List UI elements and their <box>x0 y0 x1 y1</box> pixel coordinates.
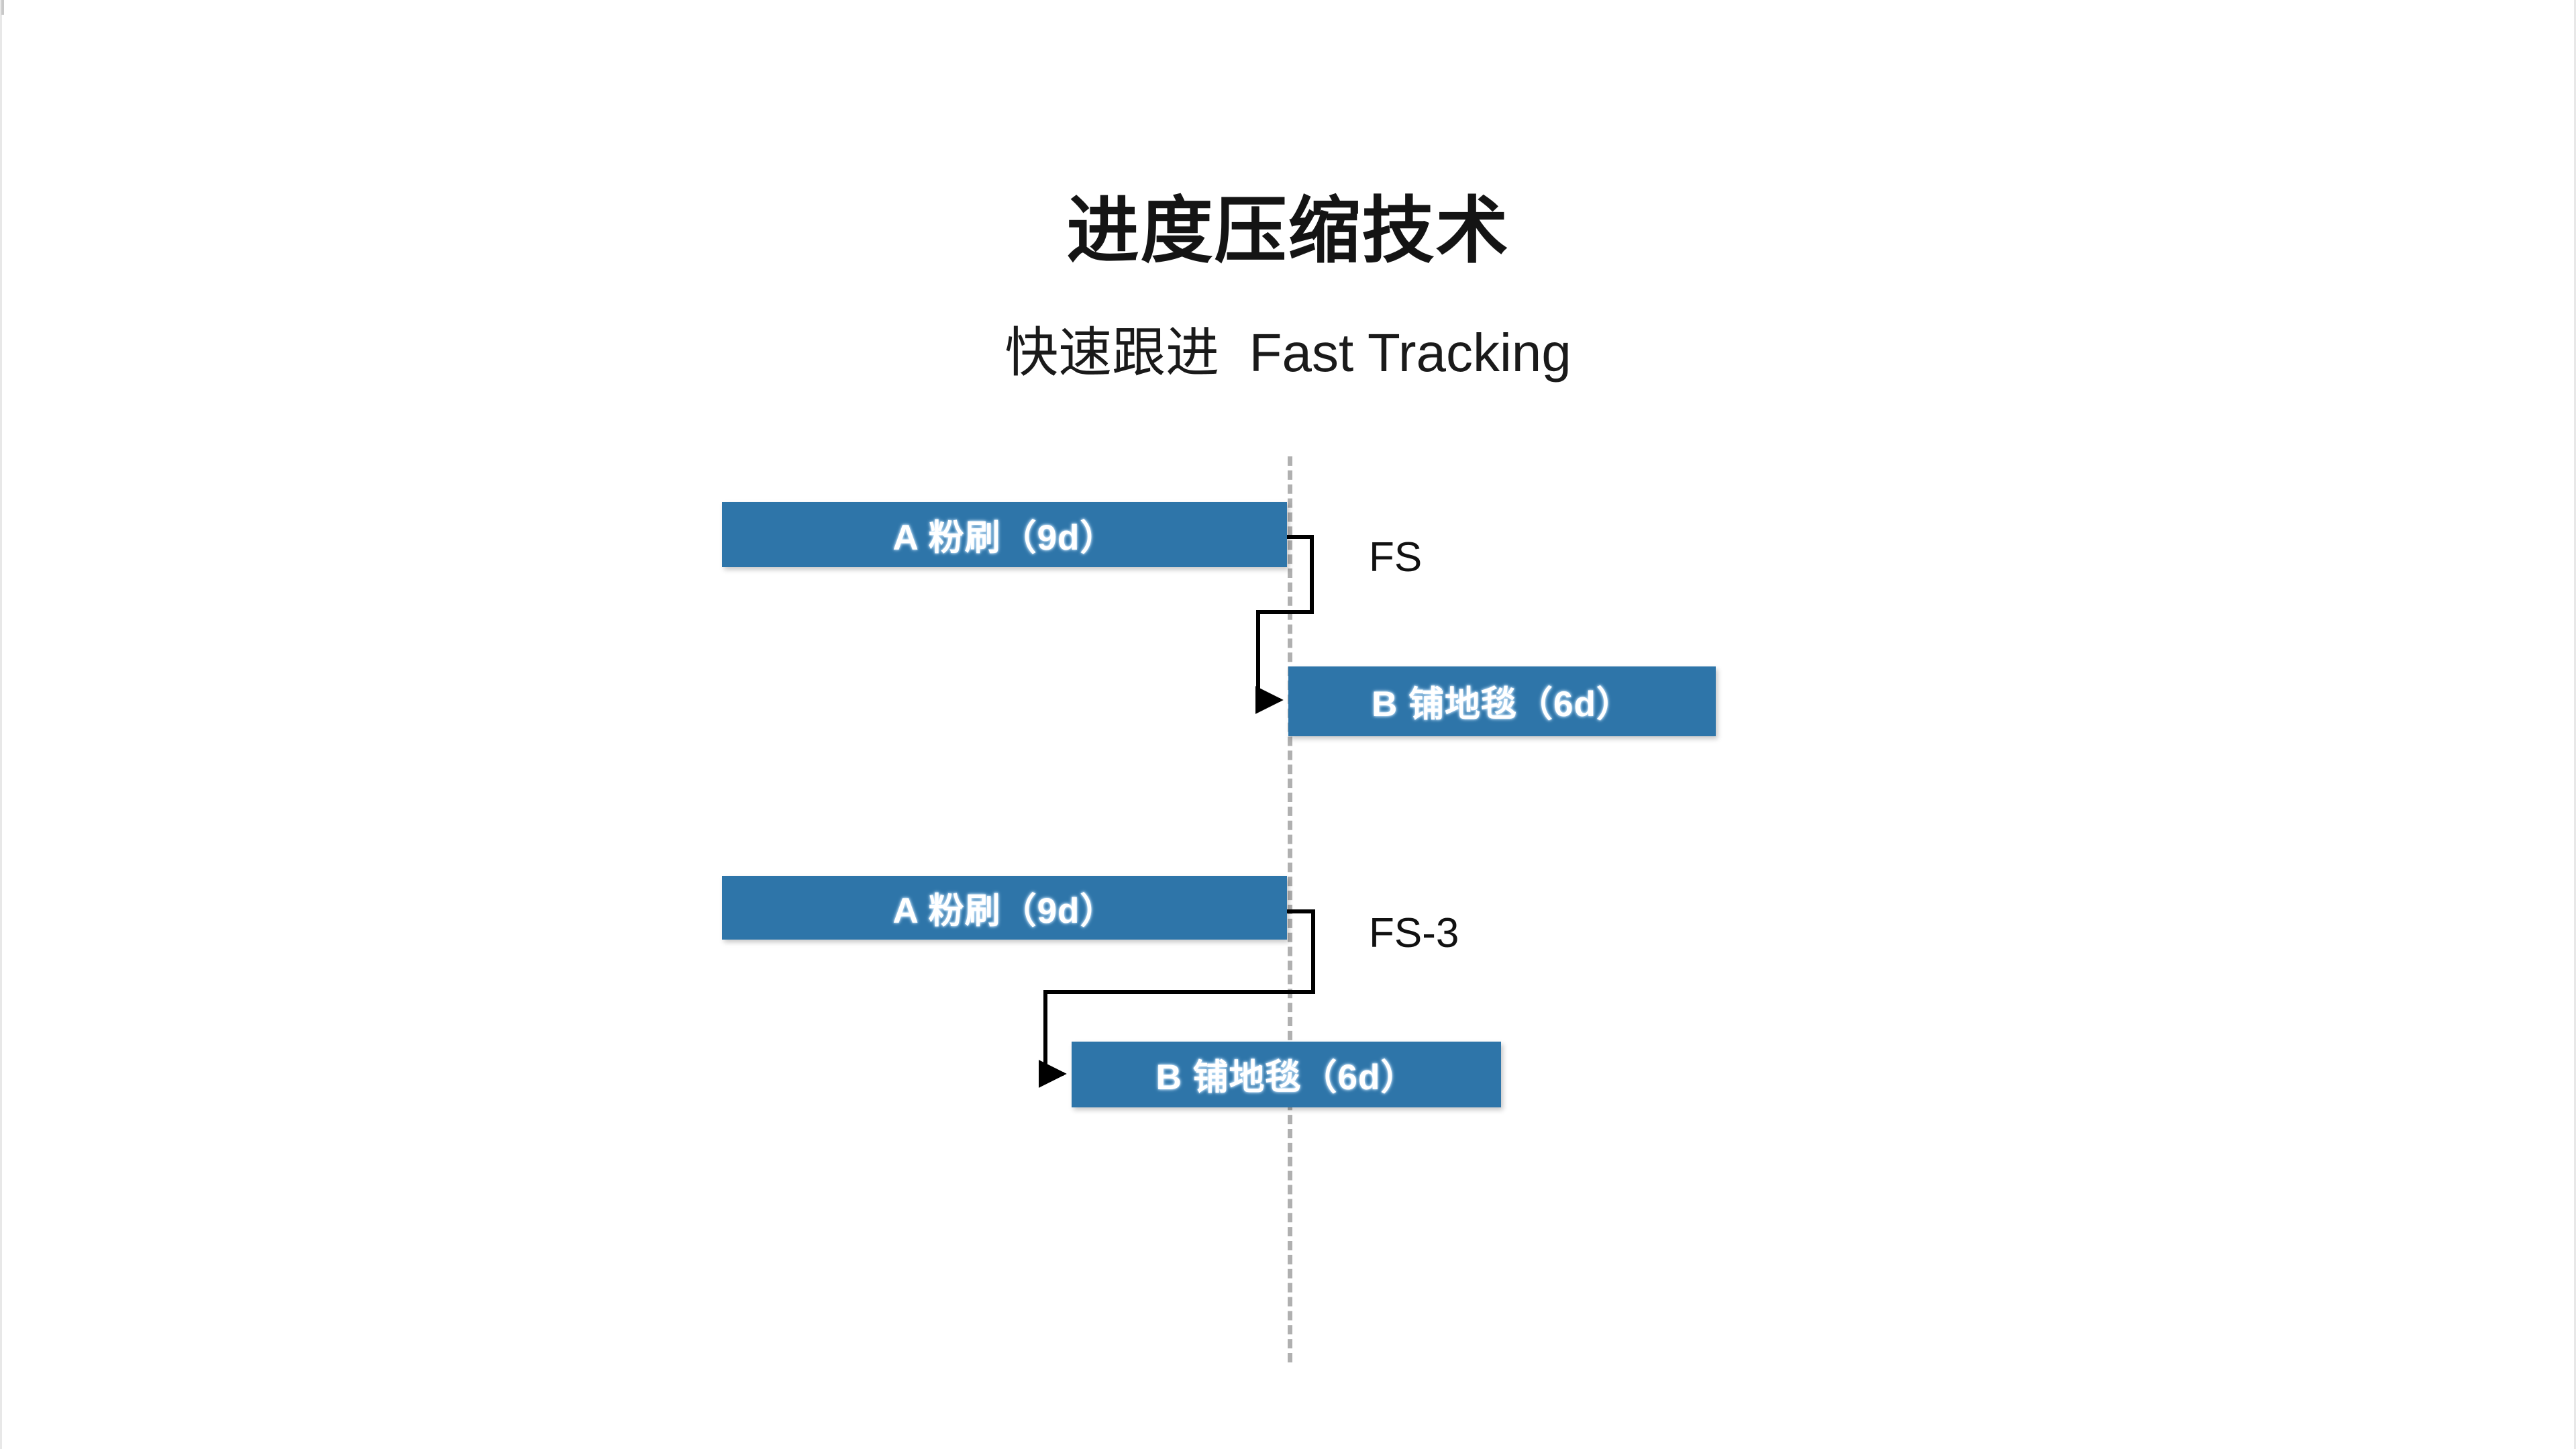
relationship-label-fs-minus-3: FS-3 <box>1369 910 1459 956</box>
gantt-bar-label: B 铺地毯（6d） <box>1155 1058 1417 1097</box>
gantt-bar-task-b-group2[interactable]: B 铺地毯（6d） <box>1072 1042 1501 1107</box>
slide-frame-left-edge <box>0 0 4 1449</box>
gantt-bar-label: A 粉刷（9d） <box>892 517 1117 558</box>
relationship-label-fs: FS <box>1369 534 1423 581</box>
milestone-dashed-line <box>1288 456 1292 1362</box>
page-title: 进度压缩技术 <box>1066 190 1510 271</box>
gantt-bar-label: A 粉刷（9d） <box>892 891 1117 931</box>
gantt-bar-task-a-group1[interactable]: A 粉刷（9d） <box>722 502 1287 567</box>
slide-frame-tick <box>1 0 4 15</box>
gantt-bar-task-a-group2[interactable]: A 粉刷（9d） <box>722 876 1287 940</box>
page-subtitle: 快速跟进 Fast Tracking <box>1004 323 1572 383</box>
gantt-bar-task-b-group1[interactable]: B 铺地毯（6d） <box>1288 666 1716 736</box>
slide-frame-right-edge <box>2574 0 2576 1449</box>
gantt-bar-label: B 铺地毯（6d） <box>1372 685 1633 724</box>
